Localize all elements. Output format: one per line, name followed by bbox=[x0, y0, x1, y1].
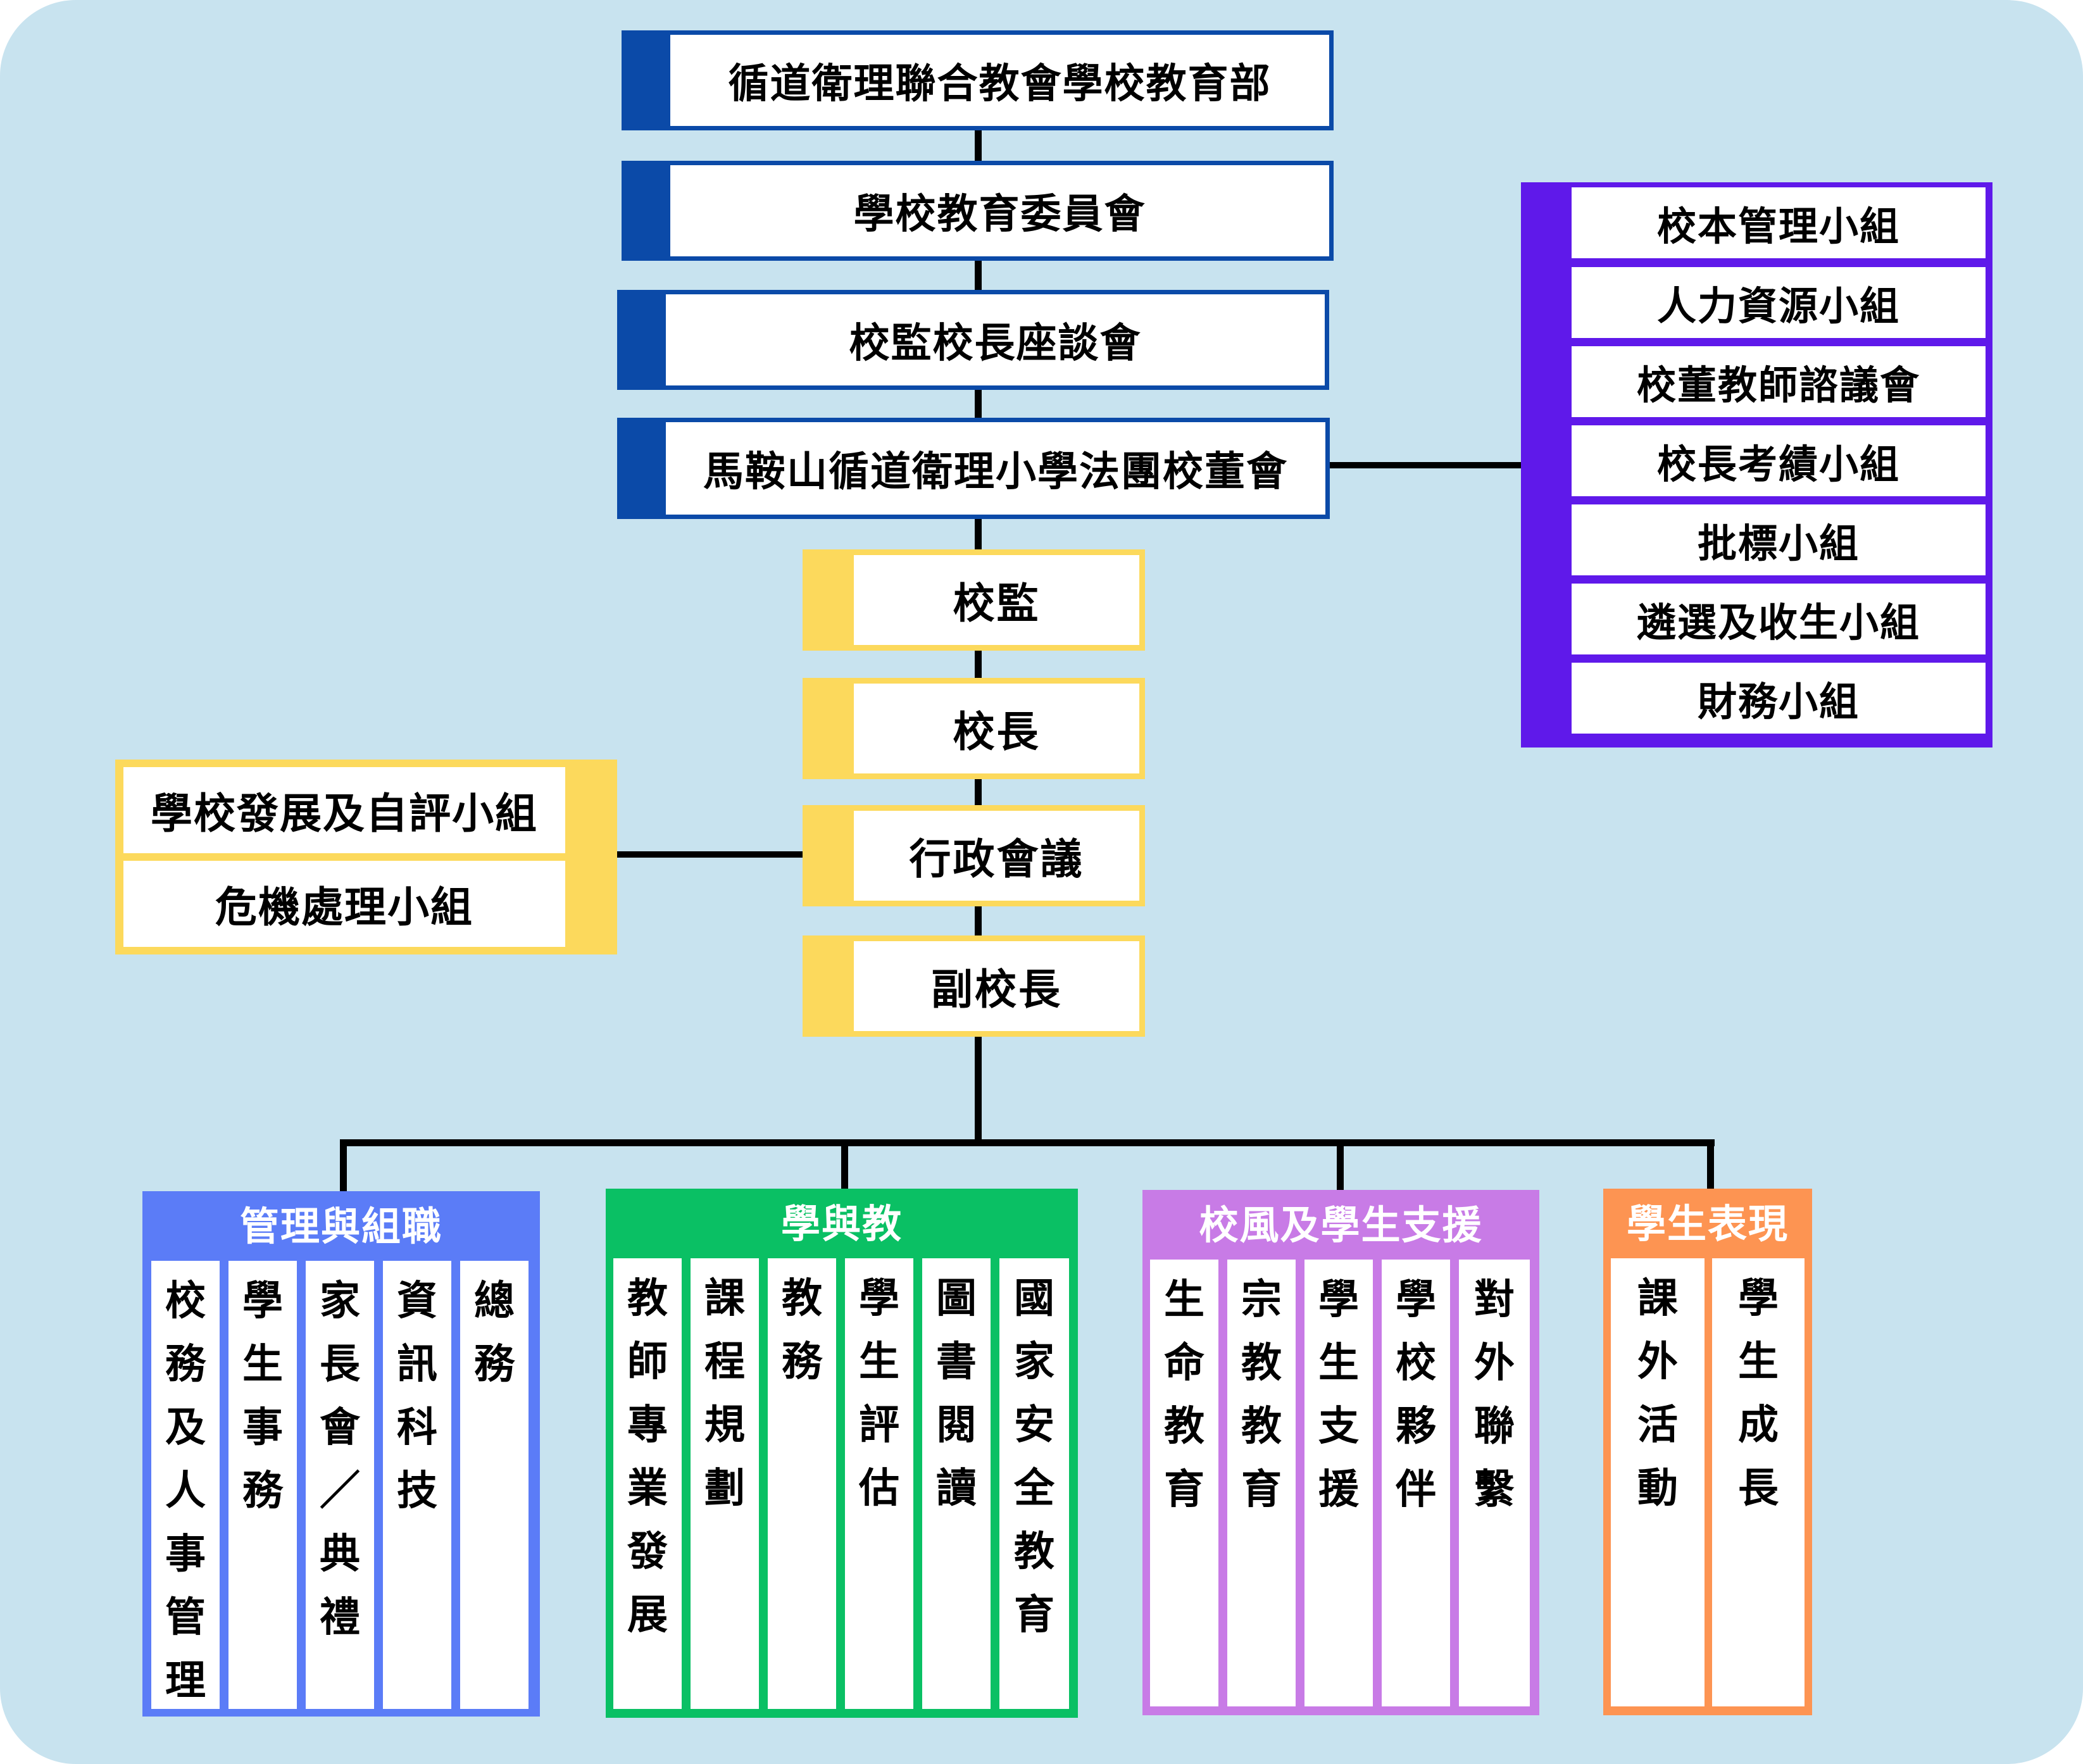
department-title: 學與教 bbox=[780, 1201, 903, 1247]
department-title: 校風及學生支援 bbox=[1199, 1202, 1483, 1248]
department-item: 學生事務 bbox=[228, 1261, 297, 1709]
connector-dept-3 bbox=[1337, 1139, 1344, 1196]
node-tab bbox=[622, 294, 666, 385]
department-item: 學生支援 bbox=[1304, 1260, 1373, 1706]
connector-departments-horizontal bbox=[340, 1139, 1715, 1146]
department-item: 資訊科技 bbox=[383, 1261, 451, 1709]
node-vice-principal: 副校長 bbox=[803, 935, 1145, 1037]
node-label: 校監 bbox=[953, 579, 1041, 628]
admin-group-item: 危機處理小組 bbox=[123, 861, 565, 947]
board-committee-item: 批標小組 bbox=[1572, 504, 1986, 575]
department-student-performance: 學生表現 課外活動 學生成長 bbox=[1603, 1189, 1812, 1715]
node-education-committee: 學校教育委員會 bbox=[622, 161, 1334, 261]
department-item: 課程規劃 bbox=[691, 1258, 759, 1709]
department-item: 學生評估 bbox=[845, 1258, 913, 1709]
node-supervisors-forum: 校監校長座談會 bbox=[617, 290, 1329, 390]
node-tab bbox=[626, 35, 670, 126]
node-label: 馬鞍山循道衛理小學法團校董會 bbox=[703, 449, 1288, 496]
node-supervisor: 校監 bbox=[803, 549, 1145, 651]
connector-dept-1 bbox=[340, 1139, 347, 1196]
connector-board-committees bbox=[1329, 462, 1521, 468]
node-label: 副校長 bbox=[931, 965, 1062, 1014]
department-item: 學生成長 bbox=[1712, 1258, 1805, 1706]
department-item: 生命教育 bbox=[1150, 1260, 1218, 1706]
board-committee-item: 校本管理小組 bbox=[1572, 187, 1986, 258]
node-tab bbox=[808, 941, 854, 1031]
department-item: 總務 bbox=[460, 1261, 529, 1709]
department-item: 課外活動 bbox=[1611, 1258, 1705, 1706]
department-item: 宗教教育 bbox=[1227, 1260, 1296, 1706]
board-committee-item: 遴選及收生小組 bbox=[1572, 584, 1986, 654]
node-tab bbox=[808, 684, 854, 773]
node-label: 校監校長座談會 bbox=[849, 320, 1142, 367]
department-title: 學生表現 bbox=[1626, 1201, 1789, 1247]
node-tab bbox=[622, 422, 666, 515]
department-item: 校務及人事管理 bbox=[151, 1261, 220, 1709]
department-item: 學校夥伴 bbox=[1382, 1260, 1450, 1706]
node-tab bbox=[808, 555, 854, 645]
admin-groups-panel: 學校發展及自評小組 危機處理小組 bbox=[115, 760, 617, 954]
node-label: 校長 bbox=[953, 708, 1041, 756]
board-committee-item: 人力資源小組 bbox=[1572, 267, 1986, 338]
node-tab bbox=[626, 165, 670, 256]
node-label: 學校教育委員會 bbox=[853, 191, 1146, 238]
board-committee-item: 校董教師諮議會 bbox=[1572, 346, 1986, 417]
board-committee-item: 財務小組 bbox=[1572, 663, 1986, 734]
department-title: 管理與組職 bbox=[239, 1203, 442, 1249]
node-incorporated-management-committee: 馬鞍山循道衛理小學法團校董會 bbox=[617, 418, 1330, 519]
admin-group-item: 學校發展及自評小組 bbox=[123, 767, 565, 853]
department-item: 家長會／典禮 bbox=[306, 1261, 374, 1709]
node-administrative-meeting: 行政會議 bbox=[803, 805, 1145, 906]
department-learning-teaching: 學與教 教師專業發展 課程規劃 教務 學生評估 圖書閱讀 國家安全教育 bbox=[606, 1189, 1078, 1718]
node-label: 行政會議 bbox=[909, 835, 1084, 884]
board-committee-item: 校長考績小組 bbox=[1572, 425, 1986, 496]
board-committees-panel: 校本管理小組 人力資源小組 校董教師諮議會 校長考績小組 批標小組 遴選及收生小… bbox=[1521, 182, 1992, 748]
department-management: 管理與組職 校務及人事管理 學生事務 家長會／典禮 資訊科技 總務 bbox=[142, 1191, 540, 1717]
department-item: 國家安全教育 bbox=[999, 1258, 1069, 1709]
node-label: 循道衛理聯合教會學校教育部 bbox=[728, 61, 1272, 108]
department-item: 教師專業發展 bbox=[613, 1258, 682, 1709]
department-item: 圖書閱讀 bbox=[922, 1258, 991, 1709]
connector-admin-groups bbox=[616, 851, 808, 858]
node-education-department: 循道衛理聯合教會學校教育部 bbox=[622, 30, 1334, 130]
connector-dept-2 bbox=[841, 1139, 848, 1196]
node-principal: 校長 bbox=[803, 678, 1145, 779]
node-tab bbox=[808, 811, 854, 901]
department-school-culture-support: 校風及學生支援 生命教育 宗教教育 學生支援 學校夥伴 對外聯繫 bbox=[1142, 1190, 1539, 1715]
department-item: 對外聯繫 bbox=[1459, 1260, 1530, 1706]
department-item: 教務 bbox=[768, 1258, 836, 1709]
connector-dept-4 bbox=[1707, 1139, 1714, 1196]
